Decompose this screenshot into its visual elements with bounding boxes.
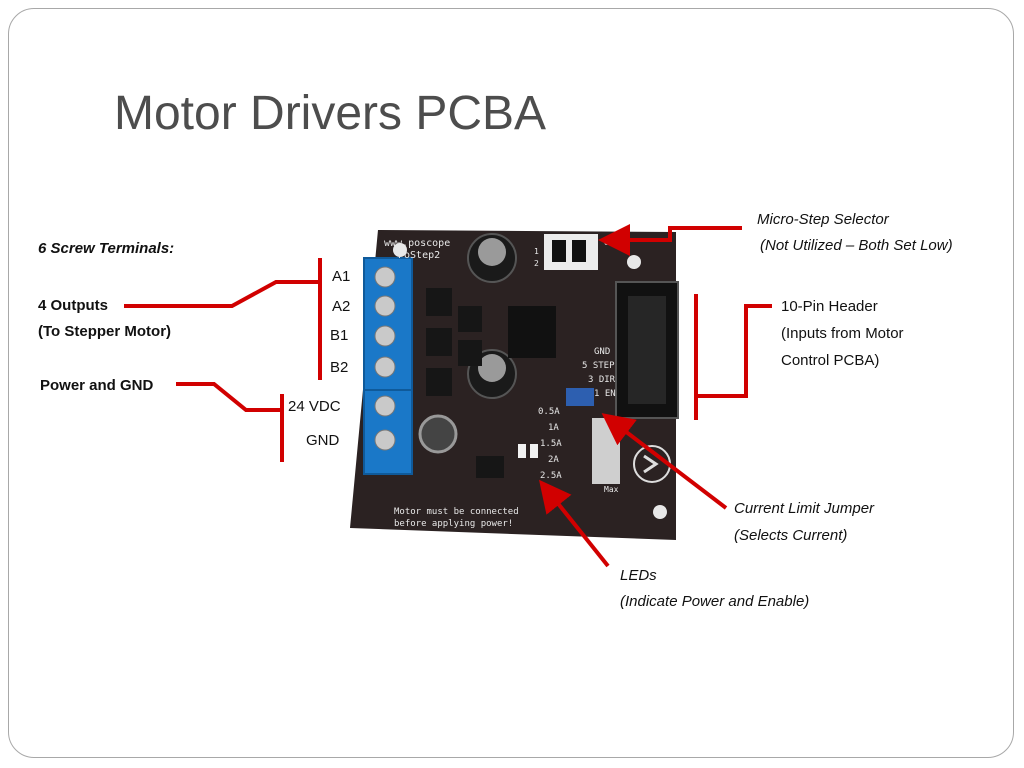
led-icon — [518, 444, 526, 458]
screw-icon — [374, 325, 396, 347]
max-label: Max — [604, 485, 619, 494]
mosfet — [426, 288, 452, 316]
header-leader — [696, 304, 772, 398]
mounting-hole-icon — [393, 243, 407, 257]
header-sub1-label: (Inputs from Motor — [781, 325, 904, 342]
power-leader — [176, 382, 282, 412]
current-label: 1A — [548, 423, 559, 433]
regulator — [476, 456, 504, 478]
current-label: 1.5A — [540, 439, 562, 449]
micro-step-arrow — [598, 224, 742, 256]
mounting-hole-icon — [627, 255, 641, 269]
screw-icon — [374, 266, 396, 288]
board-model: PoStep2 — [398, 250, 440, 261]
driver-chip — [508, 306, 556, 358]
mosfet — [458, 340, 482, 366]
pin-label: GND — [594, 347, 610, 357]
micro-step-sub-label: (Not Utilized – Both Set Low) — [760, 237, 953, 254]
screw-icon — [374, 429, 396, 451]
current-limit-jumper — [566, 388, 594, 406]
screw-icon — [374, 356, 396, 378]
dip-switch-number: 2 — [534, 259, 539, 268]
pin-b2-label: B2 — [330, 359, 349, 376]
mosfet — [426, 368, 452, 396]
current-jumper-sub-label: (Selects Current) — [734, 527, 848, 544]
slide-title: Motor Drivers PCBA — [114, 87, 547, 140]
leds-sub-label: (Indicate Power and Enable) — [620, 593, 810, 610]
leds-label: LEDs — [620, 567, 657, 584]
outputs-sub-label: (To Stepper Motor) — [38, 323, 172, 340]
mounting-hole-icon — [653, 505, 667, 519]
outputs-label: 4 Outputs — [38, 297, 108, 314]
inductor-icon — [418, 414, 458, 454]
screw-icon — [374, 295, 396, 317]
jumper-arrow — [601, 413, 728, 510]
header-title-label: 10-Pin Header — [781, 298, 878, 315]
current-label: 0.5A — [538, 407, 560, 417]
pin-b1-label: B1 — [330, 327, 349, 344]
led-icon — [530, 444, 538, 458]
slide-frame — [8, 8, 1014, 758]
mosfet — [458, 306, 482, 332]
pin-a1-label: A1 — [332, 268, 351, 285]
warning-line-1: Motor must be connected — [394, 507, 519, 517]
outputs-leader — [124, 280, 320, 308]
current-label: 2A — [548, 455, 559, 465]
power-gnd-label: Power and GND — [40, 377, 154, 394]
mosfet — [426, 328, 452, 356]
current-label: 2.5A — [540, 471, 562, 481]
dip-switch-number: 1 — [534, 247, 539, 256]
pin-a2-label: A2 — [332, 298, 351, 315]
warning-line-2: before applying power! — [394, 519, 513, 529]
micro-step-label: Micro-Step Selector — [757, 211, 889, 228]
pin-label: 5 STEP — [582, 361, 615, 371]
pin-gnd-label: GND — [306, 432, 340, 449]
header-sub2-label: Control PCBA) — [781, 352, 880, 369]
pin-label: 1 EN — [594, 389, 616, 399]
pin-label: 3 DIR — [588, 375, 616, 385]
screw-terminals-label: 6 Screw Terminals: — [38, 240, 175, 257]
current-jumper-label: Current Limit Jumper — [734, 500, 875, 517]
pin-24vdc-label: 24 VDC — [288, 398, 341, 415]
leds-arrow — [539, 479, 610, 568]
screw-icon — [374, 395, 396, 417]
board-brand: www.poscope — [384, 238, 450, 249]
